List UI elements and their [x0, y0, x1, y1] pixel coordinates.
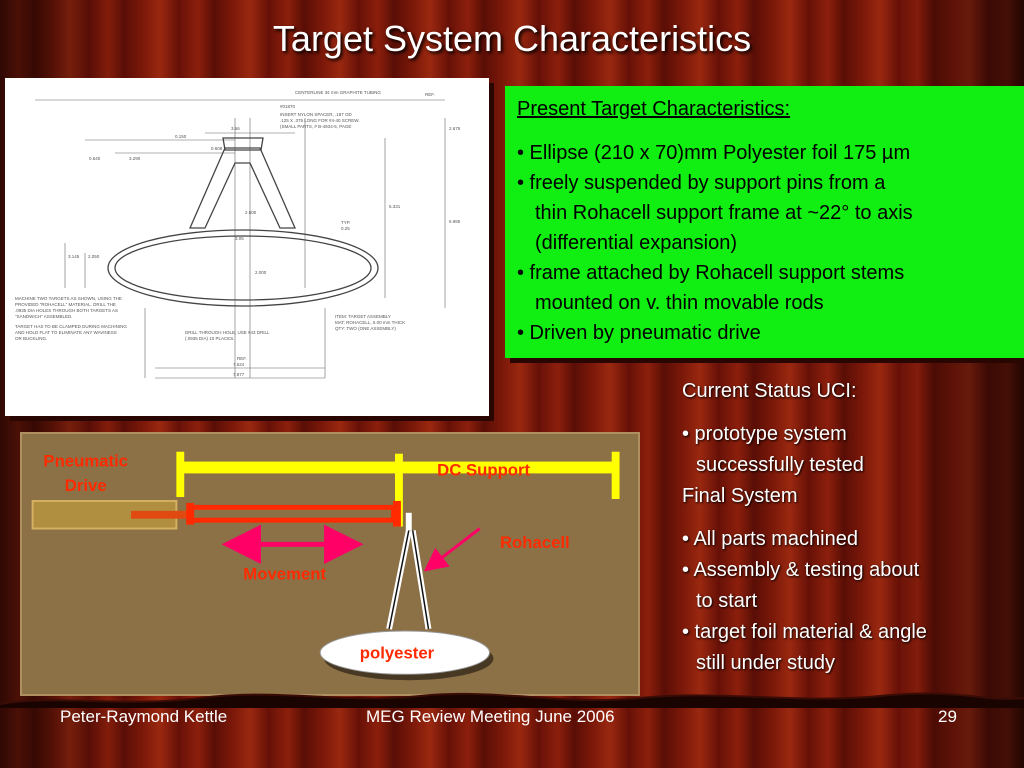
char-bullet-1: • Ellipse (210 x 70)mm Polyester foil 17…: [517, 142, 911, 164]
note-6: AND HOLD FLAT TO ELIMINATE ANY WAVINESS: [15, 330, 117, 335]
drill-2: (.0935 DIA) 10 PLACES.: [185, 336, 235, 341]
dim-5331: 5.331: [389, 204, 401, 209]
dc-support-end-left: [176, 451, 185, 498]
char-bullet-2-cont-2: (differential expansion): [535, 232, 737, 254]
note-5: TARGET HAS TO BE CLAMPED DURING MACHININ…: [15, 324, 127, 329]
footer-author: Peter-Raymond Kettle: [60, 707, 228, 726]
engineering-drawing: CENTERLINE 3¢ mm GRAPHITE TUBING REF. #0…: [5, 78, 489, 416]
note-2: PROVIDED "ROHACELL" MATERIAL. DRILL THE: [15, 302, 116, 307]
dim-3145: 3.145: [68, 254, 80, 259]
stem-left-outline: [388, 530, 410, 630]
final-bullet-3: • target foil material & angle: [682, 621, 927, 643]
dim-6985: 6.985: [449, 219, 461, 224]
rod-end-left: [186, 502, 195, 525]
schematic-svg: Pneumatic Drive DC Support Rohacell Move…: [31, 451, 620, 681]
status-bullet-1-cont: successfully tested: [696, 454, 864, 476]
final-bullet-2: • Assembly & testing about: [682, 559, 920, 581]
note-7: OR BUCKLING.: [15, 336, 47, 341]
pneumatic-label-2: Drive: [65, 476, 107, 495]
char-bullet-2: • freely suspended by support pins from …: [517, 172, 886, 194]
label-part: #01870: [280, 104, 296, 109]
piston-rod: [131, 510, 191, 519]
dc-support-end-right: [611, 451, 620, 499]
item-label: ITEM: TARGET ASSEMBLY: [335, 314, 391, 319]
final-gap: [682, 512, 927, 524]
label-ref-2: REF.: [237, 356, 247, 361]
final-bullet-2-cont: to start: [696, 590, 758, 612]
dim-3050: 3.05: [235, 236, 244, 241]
movement-label: Movement: [243, 565, 326, 584]
label-ref-1: REF.: [425, 92, 435, 97]
dim-7624: 7.624: [233, 362, 245, 367]
dim-2675: 2.675: [449, 126, 461, 131]
status-section: Current Status UCI: • prototype system s…: [682, 376, 927, 679]
drawing-svg: CENTERLINE 3¢ mm GRAPHITE TUBING REF. #0…: [15, 90, 461, 379]
note-3: .0935 DIA HOLES THROUGH BOTH TARGETS AS: [15, 308, 118, 313]
dim-2000: 2.000: [255, 270, 267, 275]
slide-title: Target System Characteristics: [272, 18, 752, 59]
status-heading: Current Status UCI:: [682, 380, 857, 402]
drill-1: DRILL THROUGH HOLE, USE #43 DRILL: [185, 330, 270, 335]
final-heading: Final System: [682, 485, 798, 507]
footer-meeting: MEG Review Meeting June 2006: [366, 707, 615, 726]
rohacell-label: Rohacell: [500, 533, 570, 552]
characteristics-box: Present Target Characteristics: • Ellips…: [505, 86, 1024, 358]
dim-3290: 3.290: [129, 156, 141, 161]
qty-label: QTY: TWO (ONE ASSEMBLY): [335, 326, 396, 331]
polyester-label: polyester: [360, 644, 435, 663]
label-graphite: CENTERLINE 3¢ mm GRAPHITE TUBING: [295, 90, 381, 95]
rohacell-pointer: [423, 527, 481, 572]
note-4: "SANDWICH" ASSEMBLED.: [15, 314, 72, 319]
dim-2500: 2.500: [245, 210, 257, 215]
movable-rod-inner: [194, 509, 392, 518]
schematic-diagram: Pneumatic Drive DC Support Rohacell Move…: [20, 432, 640, 696]
rod-end-right: [393, 500, 401, 527]
dc-support-mid: [395, 453, 403, 527]
char-bullet-3: • frame attached by Rohacell support ste…: [517, 262, 905, 284]
char-bullet-3-cont: mounted on v. thin movable rods: [535, 292, 824, 314]
stem-right-outline: [411, 530, 430, 630]
char-bullet-4: • Driven by pneumatic drive: [517, 322, 761, 344]
mat-label: MAT: ROHACELL, 5.00 mm THICK: [335, 320, 405, 325]
final-bullet-3-cont: still under study: [696, 652, 835, 674]
dc-support-label: DC Support: [437, 460, 530, 479]
note-1: MACHINE TWO TARGETS AS SHOWN, USING THE: [15, 296, 122, 301]
status-gap: [682, 407, 927, 419]
char-bullet-2-cont-1: thin Rohacell support frame at ~22° to a…: [535, 202, 913, 224]
dim-356: 3.56: [231, 126, 240, 131]
dim-0150: 0.150: [175, 134, 187, 139]
dim-0608: 0.608: [211, 146, 223, 151]
footer-page-number: 29: [938, 707, 957, 726]
label-insert-1: INSERT NYLON SPACER, .187 OD: [280, 112, 353, 117]
dim-2050: 2.050: [88, 254, 100, 259]
label-insert-3: (SMALL PARTS, # B-4934-5, PAGE: [280, 124, 351, 129]
pneumatic-label-1: Pneumatic: [43, 452, 128, 471]
label-typ: TYP.: [341, 220, 350, 225]
dim-7877: 7.877: [233, 372, 245, 377]
status-bullet-1: • prototype system: [682, 423, 847, 445]
polyester-foil: [319, 630, 491, 675]
final-bullet-1: • All parts machined: [682, 528, 858, 550]
dim-0640: 0.640: [89, 156, 101, 161]
label-insert-2: .125 X .375 LONG FOR #4-40 SCREW.: [280, 118, 360, 123]
footer-wave: [0, 692, 1024, 708]
dim-025: 0.25: [341, 226, 350, 231]
characteristics-heading: Present Target Characteristics:: [517, 98, 791, 120]
